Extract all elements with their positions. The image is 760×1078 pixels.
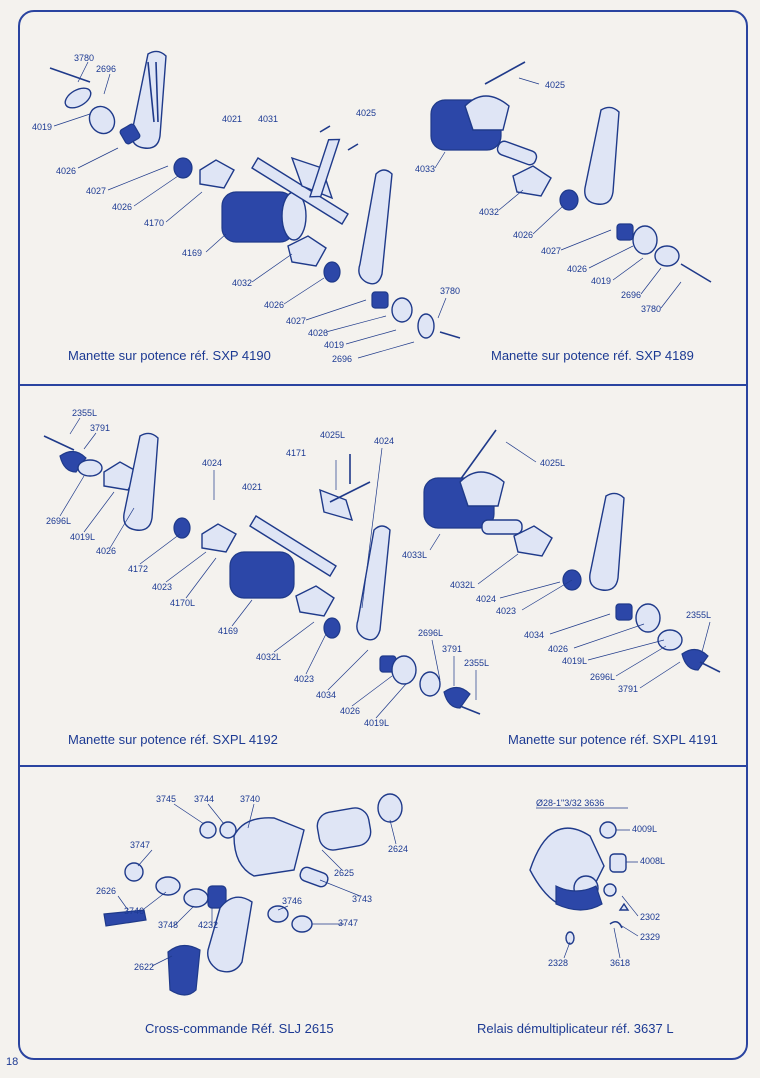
part-label: 3746 — [282, 896, 302, 906]
part-label: 4033 — [415, 164, 435, 174]
part-label: 4026 — [56, 166, 76, 176]
caption-3637-l: Relais démultiplicateur réf. 3637 L — [477, 1021, 674, 1036]
exploded-view-sxp-4189: 4025 4033 4032 4026 4027 4026 4019 2696 … — [415, 61, 712, 314]
caption-slj-2615: Cross-commande Réf. SLJ 2615 — [145, 1021, 334, 1036]
panel-divider — [18, 384, 748, 386]
part-label: 3791 — [90, 423, 110, 433]
part-label: 4032L — [450, 580, 475, 590]
part-label: 4025L — [540, 458, 565, 468]
exploded-view-sxpl-4192: 2355L 3791 2696L 4019L 4026 4172 4023 41… — [43, 408, 489, 728]
part-label: 4172 — [128, 564, 148, 574]
page-frame — [18, 10, 748, 1060]
part-label: 4026 — [264, 300, 284, 310]
part-label: 2696L — [46, 516, 71, 526]
panel-divider — [18, 765, 748, 767]
caption-sxpl-4192: Manette sur potence réf. SXPL 4192 — [68, 732, 278, 747]
part-label: 4021 — [242, 482, 262, 492]
part-label: 4026 — [112, 202, 132, 212]
part-label: 4033L — [402, 550, 427, 560]
part-label: 3740 — [240, 794, 260, 804]
part-label: 4008L — [640, 856, 665, 866]
part-label: 3743 — [352, 894, 372, 904]
part-label: 2302 — [640, 912, 660, 922]
part-label: 3780 — [641, 304, 661, 314]
exploded-view-sxpl-4191: 4025L 4033L 4032L 4024 4023 4034 4026 40… — [402, 429, 721, 694]
part-label: 2696L — [590, 672, 615, 682]
part-label: 3791 — [442, 644, 462, 654]
part-label: 3746 — [124, 906, 144, 916]
part-label: 2355L — [464, 658, 489, 668]
part-label: 4021 — [222, 114, 242, 124]
part-label: 4232 — [198, 920, 218, 930]
page-number: 18 — [6, 1056, 19, 1068]
part-label: 3780 — [440, 286, 460, 296]
part-label: 2626 — [96, 886, 116, 896]
part-label: 2622 — [134, 962, 154, 972]
part-label: 4031 — [258, 114, 278, 124]
part-label: 4026 — [567, 264, 587, 274]
part-label: 3744 — [194, 794, 214, 804]
part-label: 4026 — [96, 546, 116, 556]
part-label: 2696 — [96, 64, 116, 74]
part-label: 4169 — [218, 626, 238, 636]
part-label: 2696 — [621, 290, 641, 300]
part-label: 2329 — [640, 932, 660, 942]
caption-sxpl-4191: Manette sur potence réf. SXPL 4191 — [508, 732, 718, 747]
part-label: 2328 — [548, 958, 568, 968]
part-label: 4023 — [152, 582, 172, 592]
part-label: 4025 — [545, 80, 565, 90]
part-label: 4019L — [70, 532, 95, 542]
part-label: 3747 — [130, 840, 150, 850]
part-label: 3747 — [338, 918, 358, 928]
part-label: 4034 — [316, 690, 336, 700]
part-label: 2696L — [418, 628, 443, 638]
part-label: 3748 — [158, 920, 178, 930]
part-label: 3791 — [618, 684, 638, 694]
part-label: 4019 — [591, 276, 611, 286]
part-label: 4169 — [182, 248, 202, 258]
caption-sxp-4189: Manette sur potence réf. SXP 4189 — [491, 348, 694, 363]
exploded-view-sxp-4190: 3780 2696 4019 4026 4027 4026 4170 4169 … — [32, 50, 461, 364]
part-label: 2624 — [388, 844, 408, 854]
part-label: 4024 — [374, 436, 394, 446]
part-label: 4026 — [548, 644, 568, 654]
part-label: Ø28-1"3/32 3636 — [536, 798, 604, 808]
part-label: 4032 — [232, 278, 252, 288]
part-label: 4023 — [496, 606, 516, 616]
part-label: 4026 — [513, 230, 533, 240]
part-label: 2355L — [686, 610, 711, 620]
part-label: 2355L — [72, 408, 97, 418]
part-label: 4027 — [541, 246, 561, 256]
part-label: 3745 — [156, 794, 176, 804]
part-label: 4026 — [308, 328, 328, 338]
part-label: 4019 — [32, 122, 52, 132]
part-label: 3618 — [610, 958, 630, 968]
part-label: 4034 — [524, 630, 544, 640]
part-label: 4025L — [320, 430, 345, 440]
part-label: 4024 — [202, 458, 222, 468]
part-label: 4023 — [294, 674, 314, 684]
part-label: 4024 — [476, 594, 496, 604]
part-label: 4009L — [632, 824, 657, 834]
part-label: 4027 — [286, 316, 306, 326]
part-label: 4027 — [86, 186, 106, 196]
part-label: 4170 — [144, 218, 164, 228]
part-label: 4019L — [562, 656, 587, 666]
caption-sxp-4190: Manette sur potence réf. SXP 4190 — [68, 348, 271, 363]
part-label: 4019 — [324, 340, 344, 350]
part-label: 4170L — [170, 598, 195, 608]
exploded-view-3637-l: Ø28-1"3/32 3636 4009L 4008L 2302 2329 36… — [529, 798, 665, 968]
part-label: 4019L — [364, 718, 389, 728]
part-label: 3780 — [74, 53, 94, 63]
part-label: 4026 — [340, 706, 360, 716]
part-label: 4032 — [479, 207, 499, 217]
part-label: 2696 — [332, 354, 352, 364]
part-label: 4171 — [286, 448, 306, 458]
exploded-view-slj-2615: 3745 3744 3740 3747 2626 3746 3748 4232 … — [96, 793, 408, 996]
part-label: 2625 — [334, 868, 354, 878]
part-label: 4032L — [256, 652, 281, 662]
part-label: 4025 — [356, 108, 376, 118]
